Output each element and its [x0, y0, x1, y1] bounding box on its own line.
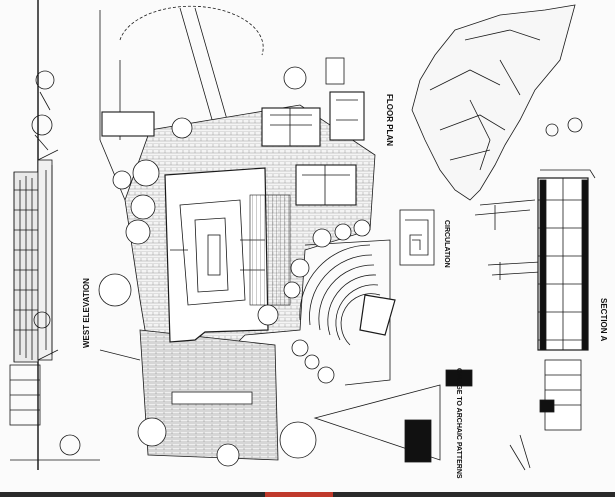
- bottom-bar-accent: [265, 492, 333, 497]
- circulation-label: CIRCULATION: [443, 220, 450, 268]
- trees: [98, 66, 371, 467]
- section-a-drawing: [411, 4, 596, 471]
- homage-diagram: [313, 369, 473, 463]
- section-a-label: SECTION A: [599, 298, 608, 342]
- circulation-diagram: [399, 209, 435, 266]
- west-elevation-drawing: [9, 70, 100, 461]
- bottom-bar: [0, 492, 615, 497]
- homage-label: OMAGE TO ARCHAIC PATTERNS: [455, 368, 462, 479]
- floor-plan-drawing: [99, 5, 396, 461]
- floor-plan-label: FLOOR PLAN: [385, 94, 394, 146]
- west-elevation-label: WEST ELEVATION: [82, 278, 91, 348]
